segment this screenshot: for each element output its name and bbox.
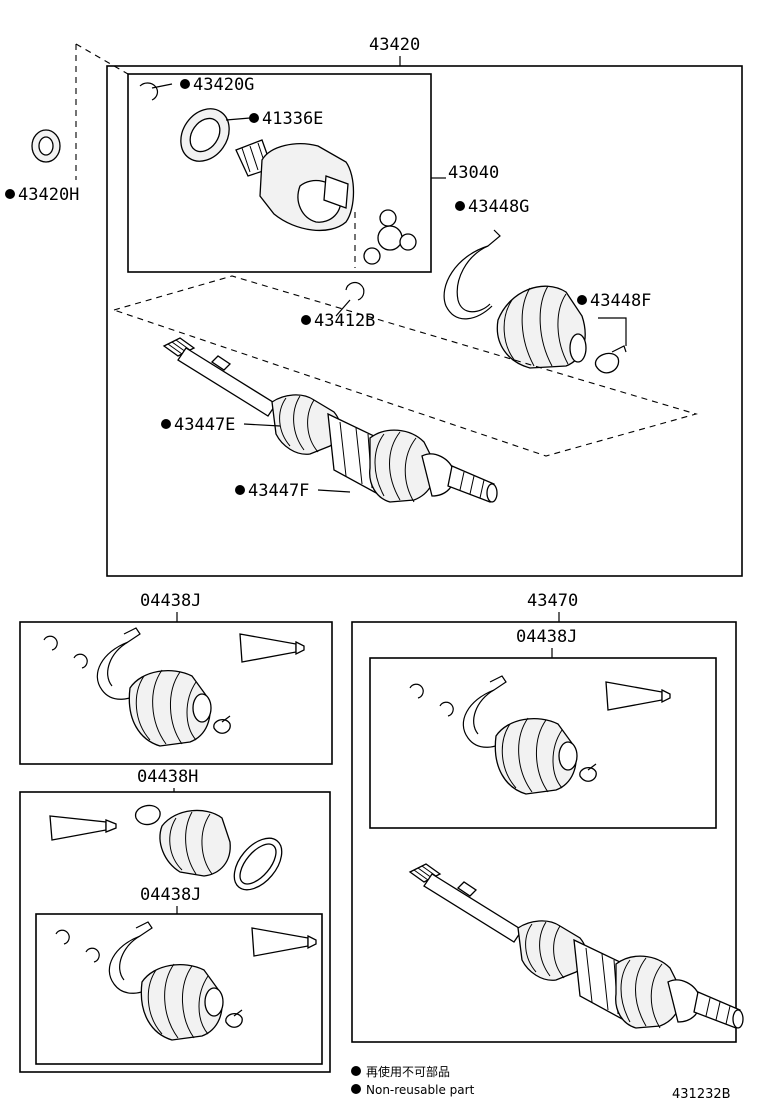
label-43420G: 43420G: [193, 75, 254, 95]
legend-en: Non-reusable part: [366, 1083, 475, 1097]
non-reusable-dot: [161, 419, 171, 429]
legend-ja: 再使用不可部品: [366, 1064, 450, 1079]
label-43447E: 43447E: [174, 415, 235, 435]
kit-04438H-frame: [19, 791, 331, 1073]
label-43412B: 43412B: [314, 311, 375, 331]
label-41336E: 41336E: [262, 109, 323, 129]
label-43040: 43040: [448, 163, 499, 183]
clamp-band-43448G: [443, 229, 501, 320]
bearing-43420H: [31, 129, 61, 163]
boot-kit-04438J-right: [409, 675, 671, 795]
assembly-43420-frame: [106, 65, 743, 577]
assembly-43040-frame: [127, 73, 432, 273]
label-04438J-right: 04438J: [516, 627, 577, 647]
label-43470: 43470: [527, 591, 578, 611]
kit-04438J-right-frame: [369, 657, 717, 829]
boot-upper: [496, 285, 587, 369]
drive-shaft-43470: [409, 863, 744, 1029]
snap-ring-43420G: [139, 82, 159, 101]
non-reusable-dot: [180, 79, 190, 89]
boot-kit-04438J-nested: [55, 921, 317, 1041]
label-43447F: 43447F: [248, 481, 309, 501]
label-43420: 43420: [369, 35, 420, 55]
tripod-spider: [363, 209, 417, 265]
label-04438H: 04438H: [137, 767, 198, 787]
kit-04438J-frame: [19, 621, 333, 765]
clamp-43448F: [594, 345, 627, 374]
drawing-id: 431232B: [672, 1087, 731, 1102]
kit-04438J-nested-frame: [35, 913, 323, 1065]
non-reusable-dot: [351, 1084, 361, 1094]
non-reusable-dot: [249, 113, 259, 123]
non-reusable-dot: [301, 315, 311, 325]
inboard-joint-43040: [235, 139, 355, 232]
non-reusable-dot: [5, 189, 15, 199]
label-43448G: 43448G: [468, 197, 529, 217]
seal-41336E: [180, 108, 230, 162]
boot-kit-04438J: [43, 627, 305, 747]
non-reusable-dot: [235, 485, 245, 495]
label-04438J-left: 04438J: [140, 591, 201, 611]
snap-ring-43412B: [345, 282, 365, 301]
label-43420H: 43420H: [18, 185, 79, 205]
boot-kit-04438H-parts: [49, 804, 283, 891]
label-04438J-nested: 04438J: [140, 885, 201, 905]
non-reusable-dot: [577, 295, 587, 305]
assembly-43470-frame: [351, 621, 737, 1043]
non-reusable-dot: [455, 201, 465, 211]
label-43448F: 43448F: [590, 291, 651, 311]
non-reusable-dot: [351, 1066, 361, 1076]
